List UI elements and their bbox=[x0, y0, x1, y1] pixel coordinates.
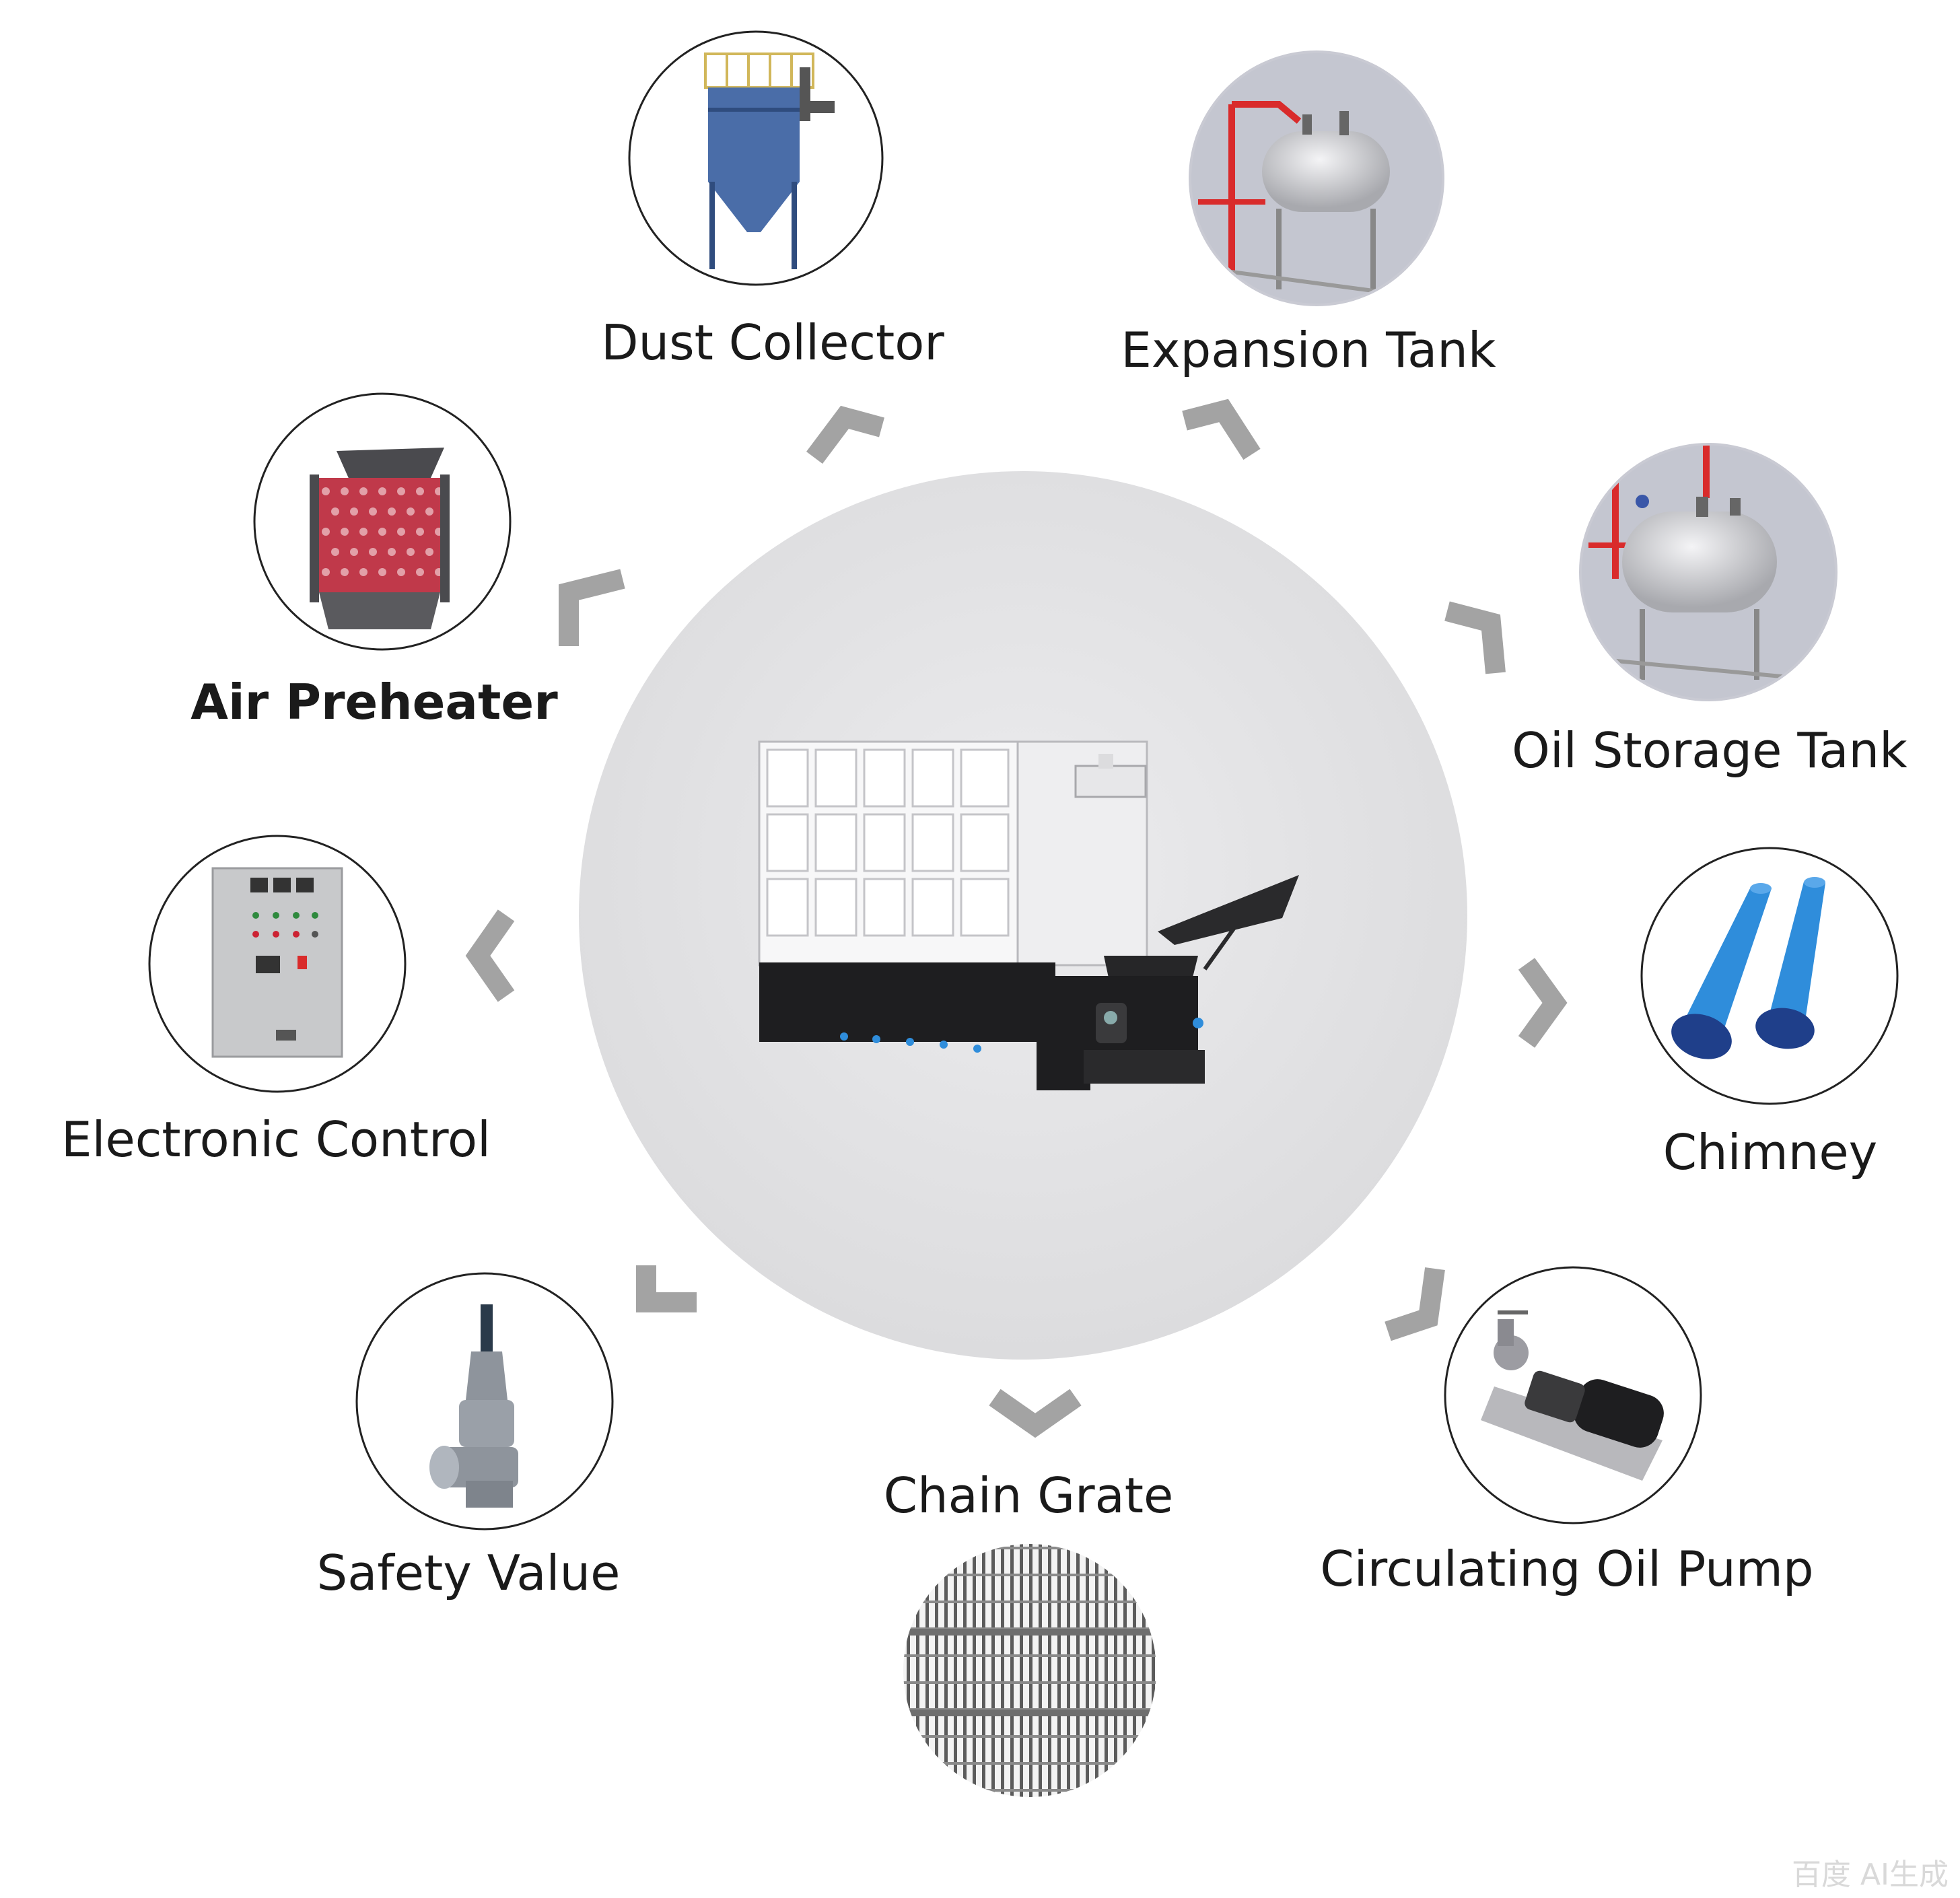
dust-collector-icon bbox=[704, 52, 835, 269]
label-chain-grate: Chain Grate bbox=[884, 1467, 1174, 1524]
arrow-safety-value bbox=[636, 1265, 697, 1312]
arrow-electronic-control bbox=[465, 909, 515, 1002]
arrow-air-preheater bbox=[559, 569, 625, 646]
arrow-chain-grate bbox=[989, 1389, 1082, 1438]
node-expansion-tank bbox=[1189, 50, 1444, 306]
arrow-oil-storage-tank bbox=[1444, 601, 1506, 674]
label-oil-storage-tank: Oil Storage Tank bbox=[1512, 722, 1908, 779]
node-circulating-oil-pump bbox=[1444, 1266, 1702, 1524]
node-chimney bbox=[1640, 847, 1899, 1105]
expansion-tank-icon bbox=[1191, 53, 1442, 304]
label-safety-value: Safety Value bbox=[317, 1545, 621, 1601]
node-dust-collector bbox=[628, 30, 884, 286]
arrows bbox=[465, 398, 1568, 1438]
label-circulating-oil-pump: Circulating Oil Pump bbox=[1320, 1541, 1813, 1597]
chain-grate-icon bbox=[903, 1544, 1156, 1797]
boiler-icon bbox=[758, 740, 1299, 1090]
air-preheater-icon bbox=[310, 448, 450, 629]
node-oil-storage-tank bbox=[1579, 443, 1838, 701]
node-chain-grate bbox=[902, 1543, 1158, 1798]
chimney-icon bbox=[1671, 877, 1825, 1059]
watermark: 百度 AI生成 bbox=[1792, 1858, 1949, 1892]
arrow-dust-collector bbox=[806, 405, 884, 464]
arrow-expansion-tank bbox=[1182, 398, 1261, 460]
pump-icon bbox=[1481, 1310, 1664, 1481]
node-electronic-control bbox=[148, 835, 407, 1093]
arrow-chimney bbox=[1518, 958, 1568, 1048]
arrow-circulating-oil-pump bbox=[1385, 1267, 1445, 1341]
control-cabinet-icon bbox=[211, 867, 343, 1058]
label-air-preheater: Air Preheater bbox=[190, 674, 558, 730]
label-dust-collector: Dust Collector bbox=[601, 314, 944, 371]
label-chimney: Chimney bbox=[1663, 1124, 1878, 1181]
center-boiler bbox=[579, 471, 1467, 1360]
safety-valve-icon bbox=[429, 1304, 518, 1508]
label-electronic-control: Electronic Control bbox=[61, 1111, 491, 1168]
node-air-preheater bbox=[253, 392, 512, 651]
node-safety-value bbox=[355, 1272, 614, 1531]
oil-storage-tank-icon bbox=[1582, 446, 1835, 699]
label-expansion-tank: Expansion Tank bbox=[1121, 322, 1496, 378]
